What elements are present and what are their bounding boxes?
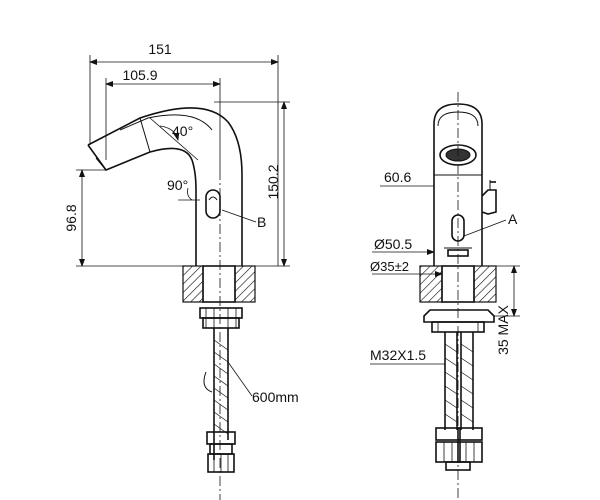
dim-deck-thickness <box>494 265 520 317</box>
dim-overall-length <box>89 55 279 266</box>
dim-label-deck-thickness: 35 MAX <box>495 304 511 354</box>
hose-length-leader <box>227 361 253 397</box>
hose-side <box>203 328 236 473</box>
dim-label-spout-angle: 40° <box>172 123 193 139</box>
dim-label-thread: M32X1.5 <box>370 347 426 363</box>
callout-a-leader <box>463 219 507 237</box>
dim-label-sensor-angle: 90° <box>167 177 188 193</box>
faucet-body-front <box>433 103 497 266</box>
front-view: 60.6 A Ø50.5 Ø35±2 35 MAX M32X1.5 <box>370 92 520 500</box>
dim-label-sensor-height: 60.6 <box>384 169 411 185</box>
base-section-side <box>182 265 256 329</box>
dim-label-spout-reach: 105.9 <box>122 67 157 83</box>
dim-sensor-angle <box>178 187 200 201</box>
dim-label-hose-length: 600mm <box>252 389 299 405</box>
callout-a-label: A <box>508 211 518 227</box>
dim-spout-height <box>76 169 196 267</box>
dim-spout-reach <box>105 78 221 170</box>
dim-total-height <box>214 101 290 267</box>
dim-label-total-height: 150.2 <box>265 164 281 199</box>
dim-label-base-diameter: Ø50.5 <box>374 236 412 252</box>
dim-label-spout-height: 96.8 <box>63 204 79 231</box>
callout-b-label: B <box>257 214 266 230</box>
shank-hoses-front <box>435 332 483 471</box>
dim-spout-angle <box>149 117 199 161</box>
side-view: 151 105.9 40° 90° B 96.8 <box>63 41 299 500</box>
dim-label-overall-length: 151 <box>148 41 172 57</box>
dim-label-hole-diameter: Ø35±2 <box>370 259 409 274</box>
callout-b-leader <box>221 209 257 223</box>
